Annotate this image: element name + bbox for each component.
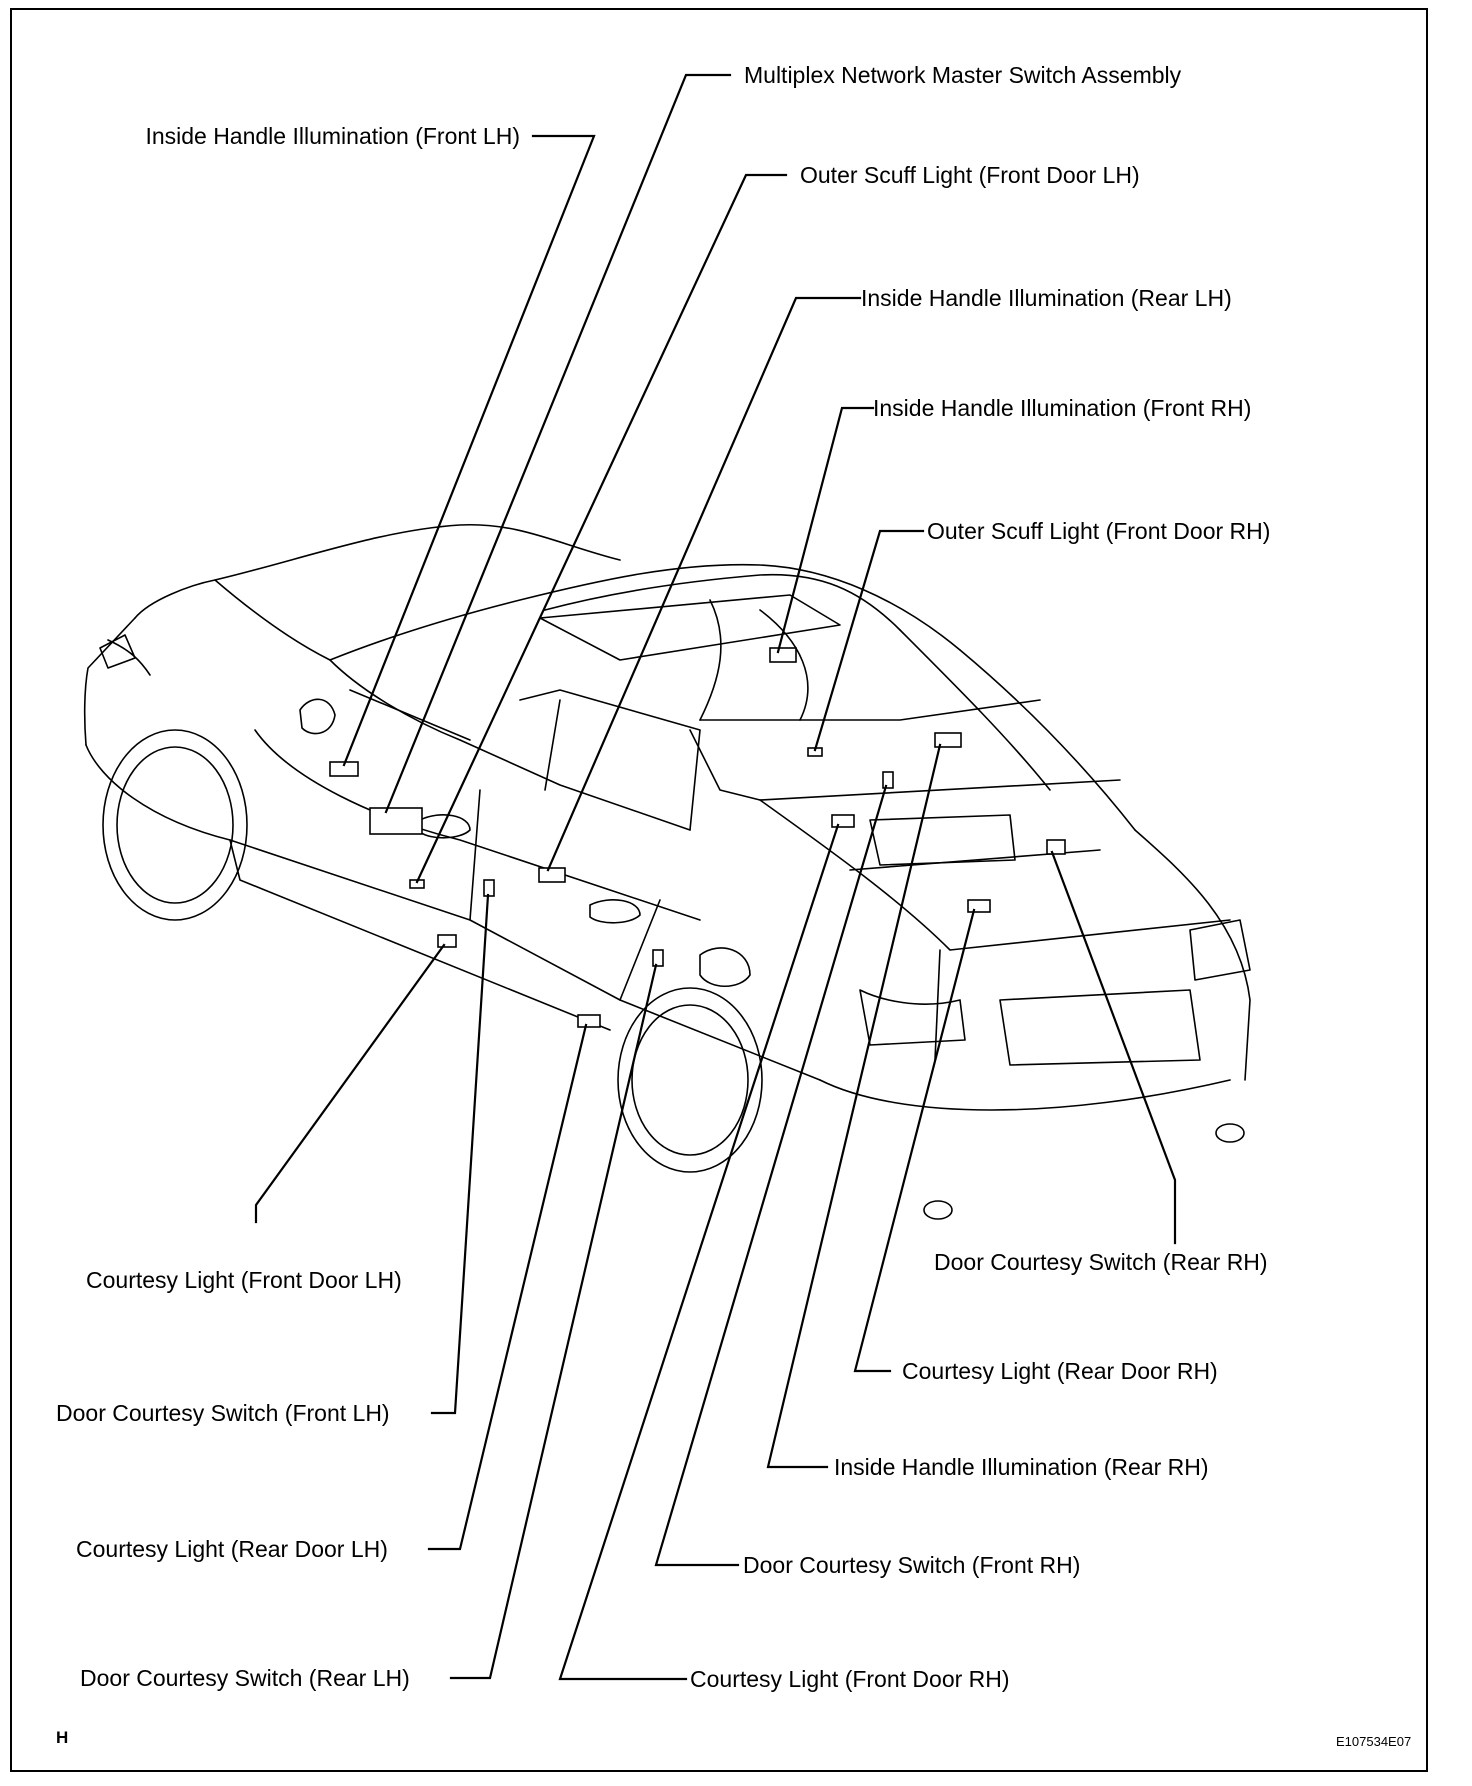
leader-courtesy-light-rear-rh xyxy=(853,908,976,1373)
label-outer-scuff-front-lh: Outer Scuff Light (Front Door LH) xyxy=(800,162,1140,188)
leader-inside-handle-front-lh xyxy=(342,134,596,767)
figure-code: E107534E07 xyxy=(1336,1734,1412,1749)
courtesy-light-front-rh-part xyxy=(831,814,855,828)
label-inside-handle-rear-rh: Inside Handle Illumination (Rear RH) xyxy=(834,1454,1209,1480)
label-courtesy-light-rear-rh: Courtesy Light (Rear Door RH) xyxy=(902,1358,1218,1384)
label-inside-handle-front-rh: Inside Handle Illumination (Front RH) xyxy=(873,395,1252,421)
label-door-switch-front-lh: Door Courtesy Switch (Front LH) xyxy=(56,1400,390,1426)
courtesy-light-front-lh-part xyxy=(437,934,457,948)
leader-door-switch-front-rh xyxy=(654,784,888,1567)
exhaust-tip xyxy=(923,1200,953,1220)
label-inside-handle-rear-lh: Inside Handle Illumination (Rear LH) xyxy=(861,285,1232,311)
inside-handle-rear-rh-part xyxy=(934,732,962,748)
rear-wheel xyxy=(617,987,763,1173)
door-switch-rear-lh-part xyxy=(652,949,664,967)
label-multiplex-switch: Multiplex Network Master Switch Assembly xyxy=(744,62,1182,88)
multiplex-switch-part xyxy=(369,807,423,835)
leader-inside-handle-rear-lh xyxy=(546,296,862,872)
door-switch-rear-rh-part xyxy=(1046,839,1066,855)
label-courtesy-light-front-lh: Courtesy Light (Front Door LH) xyxy=(86,1267,402,1293)
inside-handle-front-lh-part xyxy=(329,761,359,777)
leader-door-switch-front-lh xyxy=(430,893,490,1415)
label-inside-handle-front-lh: Inside Handle Illumination (Front LH) xyxy=(145,123,520,149)
label-door-switch-rear-rh: Door Courtesy Switch (Rear RH) xyxy=(934,1249,1268,1275)
front-wheel xyxy=(102,729,248,921)
leader-courtesy-light-rear-lh xyxy=(427,1023,588,1551)
diagram-frame xyxy=(10,8,1428,1772)
door-switch-front-rh-part xyxy=(882,771,894,789)
label-outer-scuff-front-rh: Outer Scuff Light (Front Door RH) xyxy=(927,518,1271,544)
leader-courtesy-light-front-lh xyxy=(254,943,446,1224)
corner-letter: H xyxy=(56,1728,69,1747)
exhaust-tip xyxy=(1215,1123,1245,1143)
label-courtesy-light-rear-lh: Courtesy Light (Rear Door LH) xyxy=(76,1536,388,1562)
leader-courtesy-light-front-rh xyxy=(558,823,840,1681)
leader-door-switch-rear-lh xyxy=(449,963,658,1680)
leader-inside-handle-rear-rh xyxy=(766,743,942,1469)
leader-multiplex-switch xyxy=(384,73,732,814)
door-switch-front-lh-part xyxy=(483,879,495,897)
inside-handle-rear-lh-part xyxy=(538,867,566,883)
courtesy-light-rear-lh-part xyxy=(577,1014,601,1028)
leader-outer-scuff-front-rh xyxy=(813,529,925,752)
car-body-outline xyxy=(83,523,1251,1111)
label-door-switch-front-rh: Door Courtesy Switch (Front RH) xyxy=(743,1552,1081,1578)
label-courtesy-light-front-rh: Courtesy Light (Front Door RH) xyxy=(690,1666,1010,1692)
leader-door-switch-rear-rh xyxy=(1050,850,1177,1245)
inside-handle-front-rh-part xyxy=(769,647,797,663)
label-door-switch-rear-lh: Door Courtesy Switch (Rear LH) xyxy=(80,1665,410,1691)
courtesy-light-rear-rh-part xyxy=(967,899,991,913)
leader-outer-scuff-front-lh xyxy=(415,173,788,884)
leader-inside-handle-front-rh xyxy=(776,406,875,654)
